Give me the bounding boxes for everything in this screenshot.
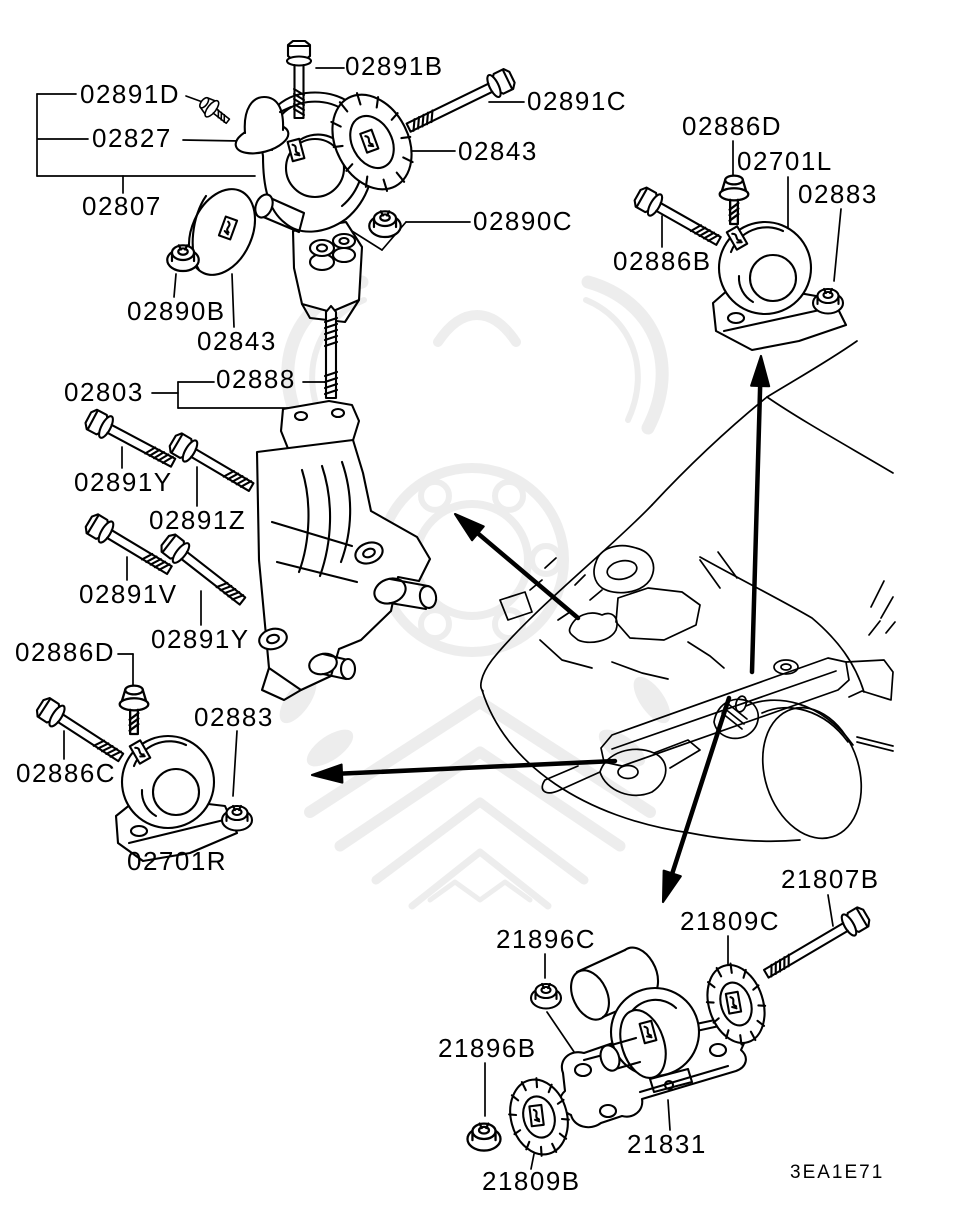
part-label-02843-right: 02843 — [458, 136, 538, 166]
plate-02843-left — [187, 188, 257, 276]
part-label-02890c: 02890C — [473, 206, 574, 236]
part-label-02890b: 02890B — [127, 296, 226, 326]
nut-21896c — [529, 982, 563, 1010]
part-label-21807b: 21807B — [781, 864, 880, 894]
part-label-21809c: 21809C — [680, 906, 781, 936]
part-label-02827: 02827 — [92, 123, 172, 153]
bolt-02891b — [285, 39, 313, 120]
part-label-02891z: 02891Z — [149, 505, 247, 535]
part-label-02891y-lower: 02891Y — [151, 624, 250, 654]
plate-21809b — [508, 1077, 570, 1157]
car-outline — [480, 340, 896, 843]
part-label-02701r: 02701R — [127, 846, 228, 876]
part-label-02891y-upper: 02891Y — [74, 467, 173, 497]
nut-02883-right — [811, 287, 845, 315]
part-label-02891d: 02891D — [80, 79, 181, 109]
part-label-02883-right: 02883 — [798, 179, 878, 209]
bolt-21807b — [762, 906, 871, 979]
nut-02890c — [368, 210, 402, 239]
bolt-02886b — [633, 186, 722, 246]
part-label-02803: 02803 — [64, 377, 144, 407]
part-label-02891c: 02891C — [527, 86, 628, 116]
nut-02890b — [166, 244, 200, 273]
assembly-mount-02701l — [711, 220, 848, 352]
diagram-root — [35, 39, 896, 1170]
nut-02883-left — [220, 804, 254, 832]
bolt-02886d-right — [718, 174, 750, 226]
bolt-02891y-lower — [160, 533, 247, 606]
part-label-02807: 02807 — [82, 191, 162, 221]
bolt-02891c — [405, 68, 516, 133]
assembly-mount-02701r — [114, 734, 239, 863]
bolt-02891z — [168, 432, 255, 492]
assembly-mount-21831 — [559, 946, 752, 1129]
part-label-02886c: 02886C — [16, 758, 117, 788]
diagram-code: 3EA1E71 — [790, 1162, 885, 1183]
part-label-21809b: 21809B — [482, 1166, 581, 1196]
bolt-02891y-upper — [84, 408, 177, 468]
part-label-21896c: 21896C — [496, 924, 597, 954]
plate-02843-right — [330, 92, 414, 192]
part-label-02883-left: 02883 — [194, 702, 274, 732]
location-arrows — [310, 354, 771, 904]
part-label-02891v: 02891V — [79, 579, 178, 609]
bolt-02891v — [84, 513, 173, 576]
bolt-02891d — [199, 96, 231, 125]
leader-lines — [36, 67, 842, 1170]
part-label-02843-left: 02843 — [197, 326, 277, 356]
nut-21896b — [466, 1122, 502, 1152]
plate-21809c — [705, 962, 767, 1046]
part-label-21831: 21831 — [627, 1129, 707, 1159]
part-label-02886d-left: 02886D — [15, 637, 116, 667]
stopper-02827 — [234, 95, 293, 155]
part-label-02886d-right: 02886D — [682, 111, 783, 141]
part-label-21896b: 21896B — [438, 1033, 537, 1063]
part-label-02886b: 02886B — [613, 246, 712, 276]
part-label-02701l: 02701L — [737, 146, 833, 176]
part-label-02888: 02888 — [216, 364, 296, 394]
bolt-02886c — [35, 697, 125, 763]
bolt-02886d-left — [118, 684, 150, 736]
assembly-bracket-02803 — [255, 304, 438, 702]
part-label-02891b: 02891B — [345, 51, 444, 81]
